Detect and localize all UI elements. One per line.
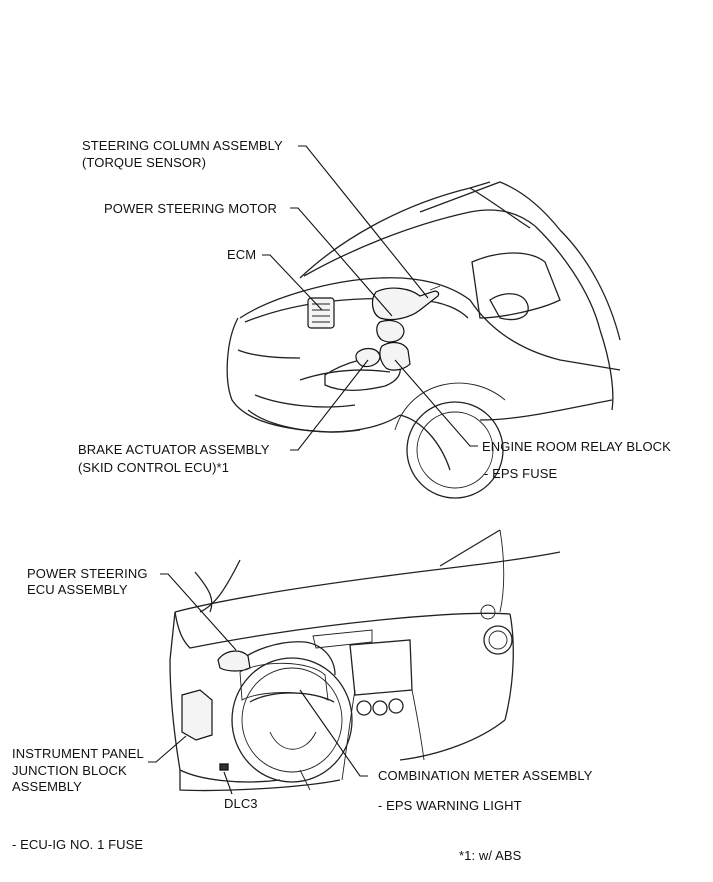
top-leader-lines: [262, 145, 478, 451]
torque-sensor-label: (TORQUE SENSOR): [82, 155, 207, 170]
bottom-leader-lines: [148, 573, 368, 795]
skid-control-label: (SKID CONTROL ECU)*1: [78, 460, 230, 475]
instrument-panel-jb-label-line2: JUNCTION BLOCK: [12, 763, 127, 778]
power-steering-ecu-label-line2: ECU ASSEMBLY: [27, 582, 128, 597]
instrument-panel-jb-label-line3: ASSEMBLY: [12, 779, 82, 794]
combination-meter-label: COMBINATION METER ASSEMBLY: [378, 768, 593, 783]
power-steering-ecu-label-line1: POWER STEERING: [27, 566, 148, 581]
vehicle-front-illustration: [226, 181, 621, 499]
dlc3-label: DLC3: [224, 796, 258, 811]
brake-actuator-label: BRAKE ACTUATOR ASSEMBLY: [78, 442, 270, 457]
instrument-panel-jb-label-line1: INSTRUMENT PANEL: [12, 746, 144, 761]
ecu-ig-fuse-label: - ECU-IG NO. 1 FUSE: [12, 837, 144, 852]
eps-fuse-label: - EPS FUSE: [484, 466, 558, 481]
eps-warning-light-label: - EPS WARNING LIGHT: [378, 798, 522, 813]
power-steering-motor-label: POWER STEERING MOTOR: [104, 201, 277, 216]
ecm-label: ECM: [227, 247, 257, 262]
engine-room-relay-label: ENGINE ROOM RELAY BLOCK: [482, 439, 671, 454]
instrument-panel-illustration: [169, 529, 561, 792]
footnote-abs: *1: w/ ABS: [459, 848, 522, 863]
steering-column-label: STEERING COLUMN ASSEMBLY: [82, 138, 283, 153]
